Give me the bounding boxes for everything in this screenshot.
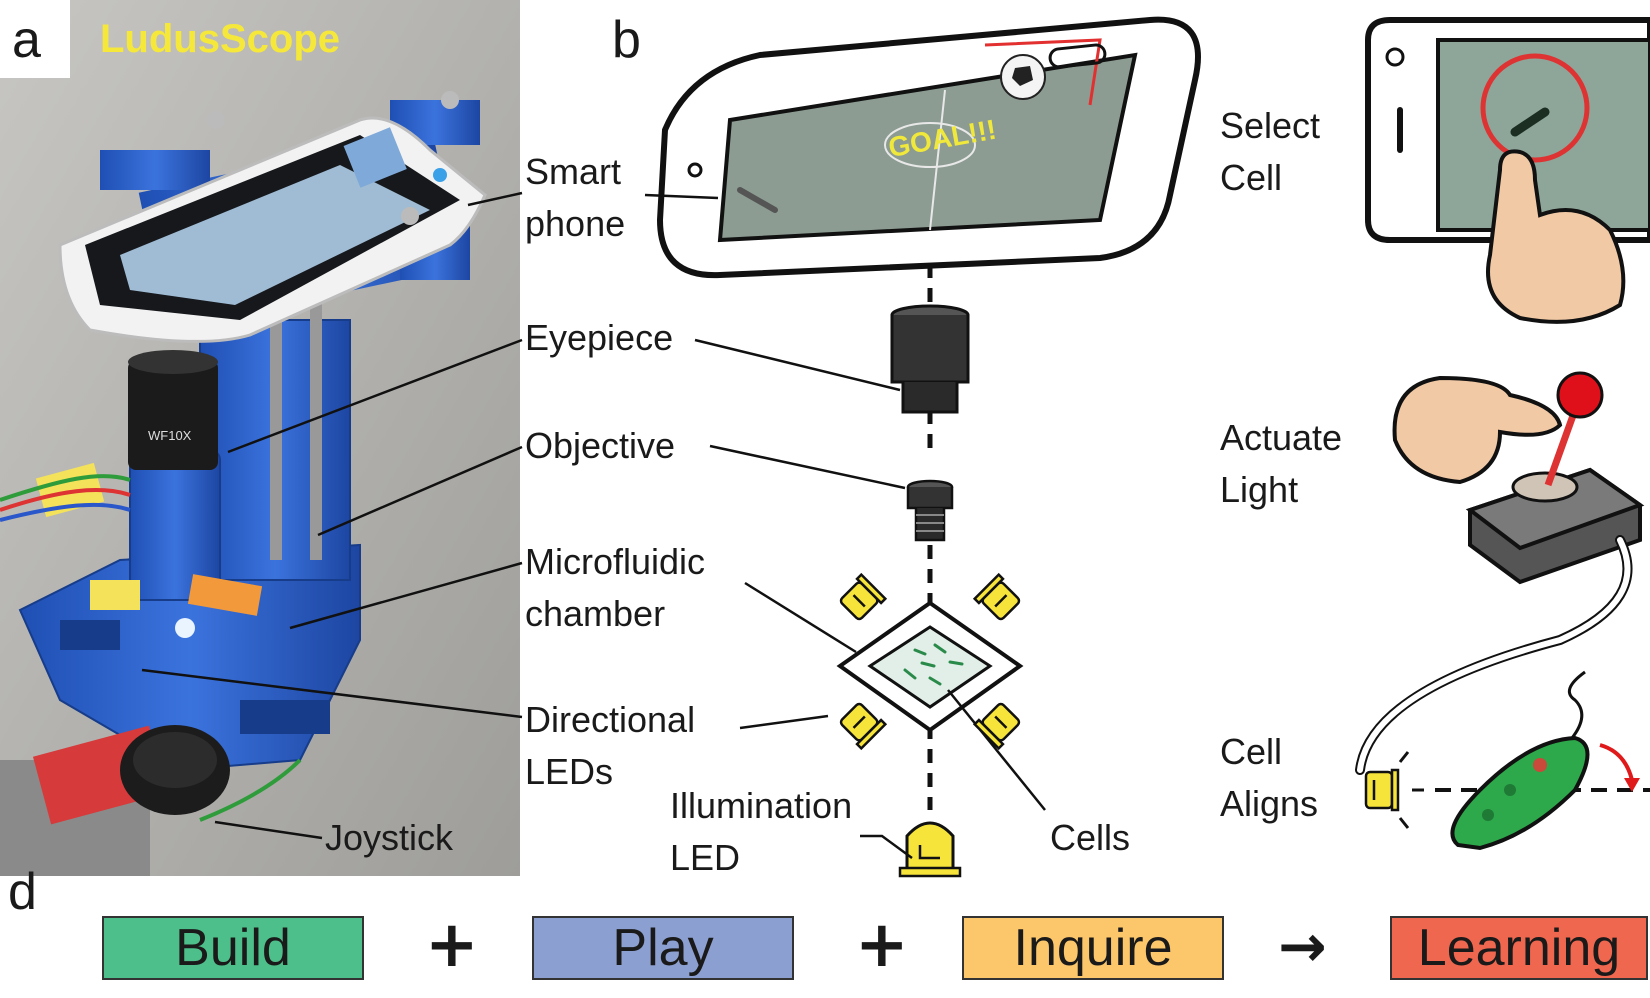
actuate-light-illustration [1355,371,1645,775]
smartphone-illustration: GOAL!!! [656,16,1201,279]
cell-aligns-illustration [1364,670,1650,851]
eyepiece-illustration [890,304,970,414]
objective-illustration [906,479,954,542]
flow-arrow: → [1278,912,1327,980]
label-objective: Objective [525,425,676,466]
label-directional-leds: Directional LEDs [525,699,696,792]
flow-plus-2: + [855,908,909,982]
microfluidic-chamber-illustration [836,600,1024,733]
flow-learning: Learning [1390,916,1648,980]
panel-label-d: d [8,863,37,921]
step-cell-aligns: Cell Aligns [1220,731,1319,824]
panel-label-b: b [612,11,641,69]
label-joystick: Joystick [325,817,454,858]
label-eyepiece: Eyepiece [525,317,674,358]
flow-play: Play [532,916,794,980]
ludusscope-photo: WF10X LudusScope [0,0,520,876]
photo-title: LudusScope [100,17,340,61]
illumination-led-icon [898,821,962,878]
label-microfluidic-chamber: Microfluidic chamber [525,541,706,634]
select-cell-illustration [1365,17,1650,324]
flow-plus-1: + [425,908,479,982]
label-cells: Cells [1050,817,1131,858]
step-actuate-light: Actuate Light [1220,417,1343,510]
panel-label-a: a [12,11,41,69]
svg-text:WF10X: WF10X [148,428,192,443]
label-illumination-led: Illumination LED [670,785,853,878]
label-smart-phone: Smart phone [525,151,626,244]
flow-inquire: Inquire [962,916,1224,980]
directional-led-icons [839,572,1021,751]
flow-build: Build [102,916,364,980]
step-select-cell: Select Cell [1220,105,1321,198]
